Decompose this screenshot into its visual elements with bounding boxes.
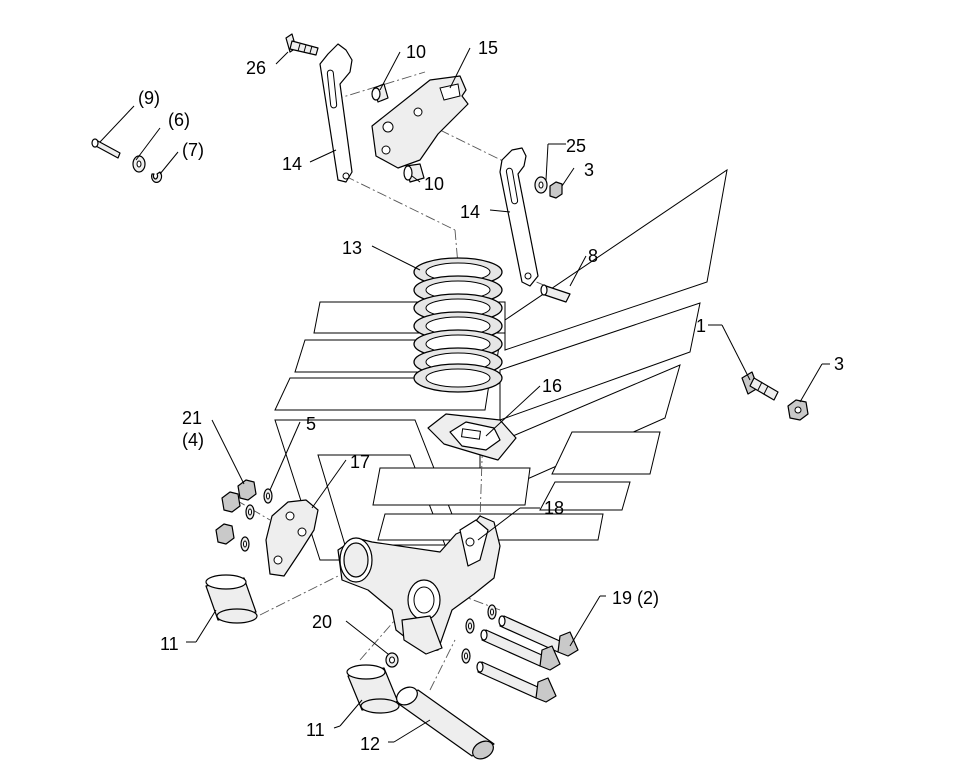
tube-12 [395,686,495,760]
callout-26: 26 [246,58,266,78]
callout-16: 16 [542,376,562,396]
leader-lines [99,47,830,743]
pin-8 [540,284,571,303]
callout-17: 17 [350,452,370,472]
bushing-10-lower [403,163,425,183]
bolt-26 [285,33,319,56]
callout-19: 19 (2) [612,588,659,608]
bushing-11-left [205,574,258,624]
callout-7: (7) [182,140,204,160]
flange-plate-17 [265,499,319,577]
washer-5-a [263,488,273,504]
washer-6 [132,155,146,173]
nut-3-upper [549,181,563,199]
bushing-10-top [371,83,389,103]
washer-25 [534,176,548,194]
bolt-19-c [476,661,557,703]
callout-14-right: 14 [460,202,480,222]
callout-11-left: 11 [160,634,179,654]
callout-1: 1 [696,316,706,336]
callout-25: 25 [566,136,586,156]
callout-11-lower: 11 [306,720,325,740]
callout-5: 5 [306,414,316,434]
bolt-19-b [480,629,561,671]
bushing-20 [385,652,399,668]
callout-8: 8 [588,246,598,266]
callout-20: 20 [312,612,332,632]
nut-21-a [237,479,257,501]
pin-9 [91,138,121,159]
washer-5-c [240,536,250,552]
callout-9: (9) [138,88,160,108]
callout-13: 13 [342,238,362,258]
nut-3-right [787,399,809,421]
callout-10-top: 10 [406,42,426,62]
callout-18: 18 [544,498,564,518]
washer-5-b [245,504,255,520]
spring-13 [413,257,503,393]
callout-6: (6) [168,110,190,130]
callout-21-qty: (4) [182,430,204,450]
spring-seat-16 [427,413,517,461]
housing-18 [337,515,501,655]
bolt-1 [741,371,779,401]
callout-12: 12 [360,734,380,754]
washer-19-a [487,604,497,620]
bolt-19-a [498,615,579,657]
callout-3-upper: 3 [584,160,594,180]
bracket-15 [371,75,469,169]
washer-19-b [465,618,475,634]
callout-15: 15 [478,38,498,58]
assembly-axes [235,71,561,691]
arm-14-right [499,147,539,287]
callout-21: 21 [182,408,202,428]
clip-7 [151,171,163,183]
washer-19-c [461,648,471,664]
callout-14-left: 14 [282,154,302,174]
nut-21-b [221,491,241,513]
callout-3-right: 3 [834,354,844,374]
callout-labels: (9) (6) (7) 26 10 15 14 10 25 3 14 8 13 … [138,38,844,754]
bushing-11-lower [346,664,400,714]
nut-21-c [215,523,235,545]
callout-10-lower: 10 [424,174,444,194]
arm-14-left [319,43,353,183]
